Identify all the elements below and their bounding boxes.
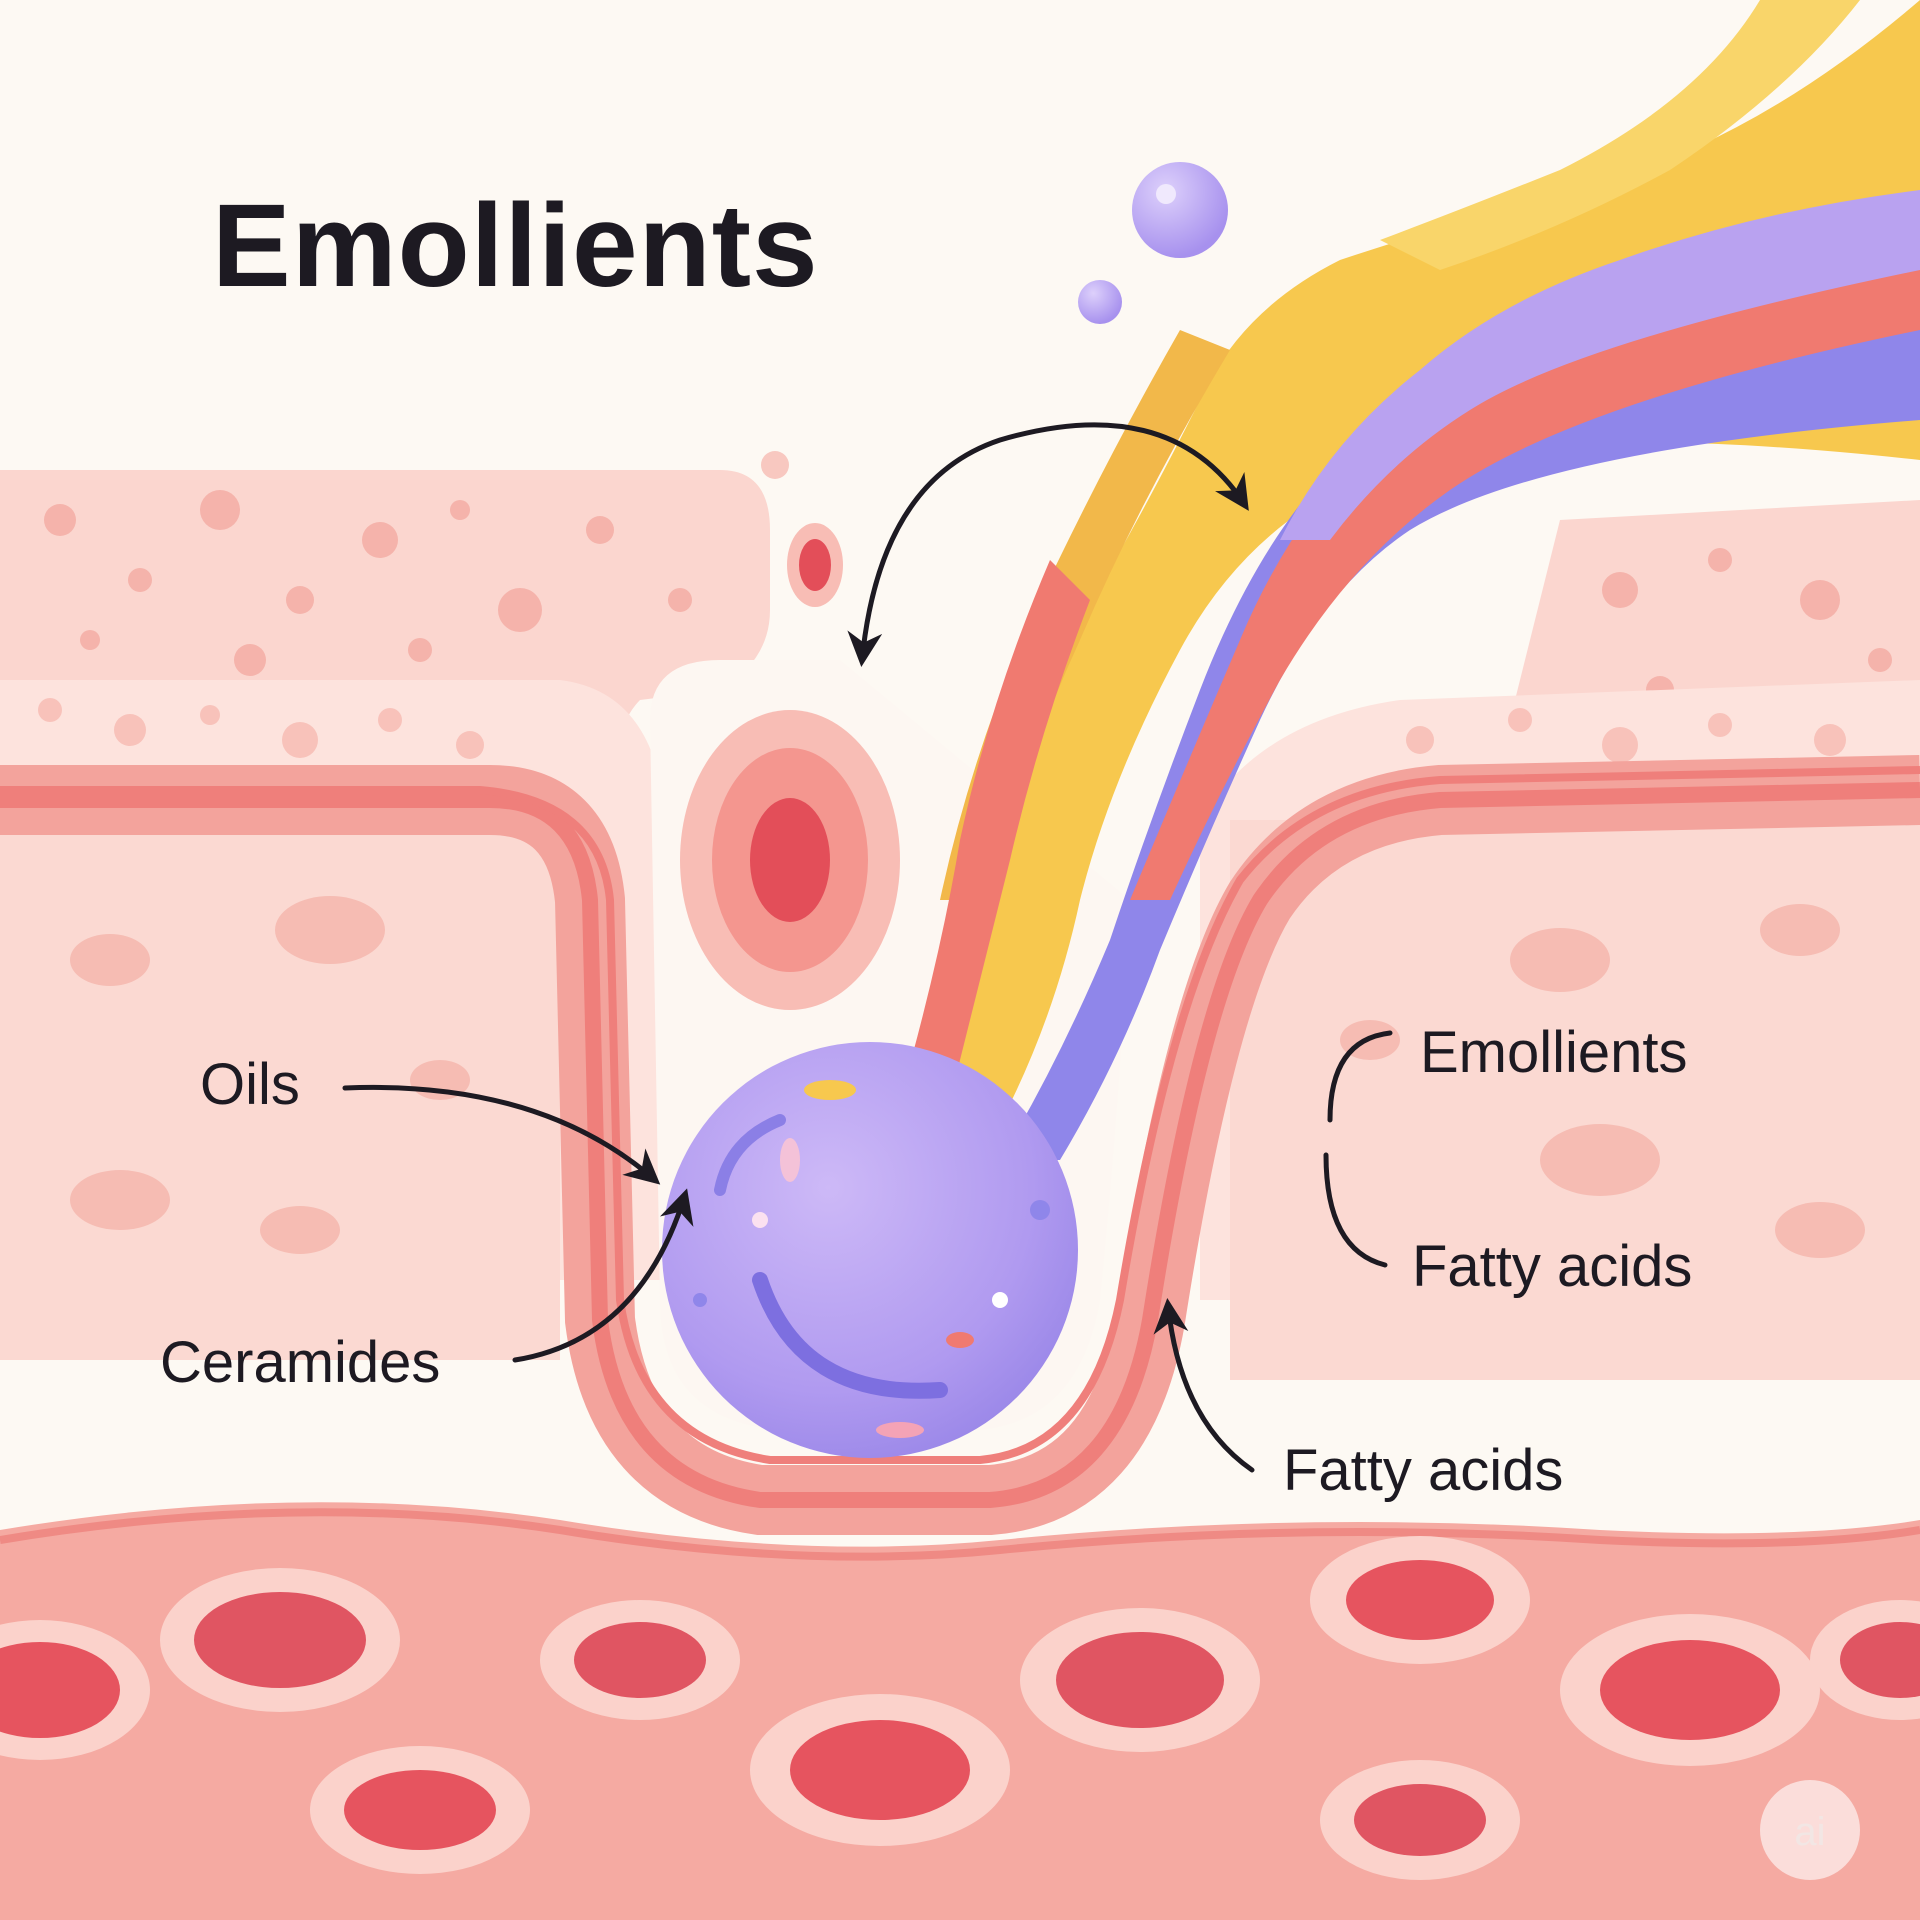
arrows <box>342 422 1393 1473</box>
double-arrow <box>847 422 1249 667</box>
watermark-logo: ai <box>1760 1780 1860 1880</box>
svg-text:ai: ai <box>1794 1810 1825 1854</box>
page-title: Emollients <box>212 180 819 312</box>
label-ceramides: Ceramides <box>160 1330 440 1395</box>
cell-large <box>680 710 900 1010</box>
bracket-lower <box>1323 1152 1388 1268</box>
dermis-layer <box>0 800 1920 1380</box>
oils-arrow <box>342 1084 661 1185</box>
label-fatty-acids-right: Fatty acids <box>1412 1234 1692 1299</box>
label-emollients: Emollients <box>1420 1020 1688 1085</box>
bottom-cell-layer <box>0 1502 1920 1920</box>
label-oils: Oils <box>200 1052 300 1117</box>
blood-cells <box>0 1536 1920 1880</box>
ceramides-arrow <box>512 1188 694 1363</box>
label-fatty-acids-bottom: Fatty acids <box>1283 1438 1563 1503</box>
emollient-droplet <box>662 1042 1078 1458</box>
bubbles <box>1078 162 1228 324</box>
cell-small <box>787 523 843 607</box>
fatty-acids-arrow <box>1153 1298 1255 1473</box>
bracket-upper <box>1327 1030 1393 1123</box>
small-droplet <box>761 451 789 479</box>
